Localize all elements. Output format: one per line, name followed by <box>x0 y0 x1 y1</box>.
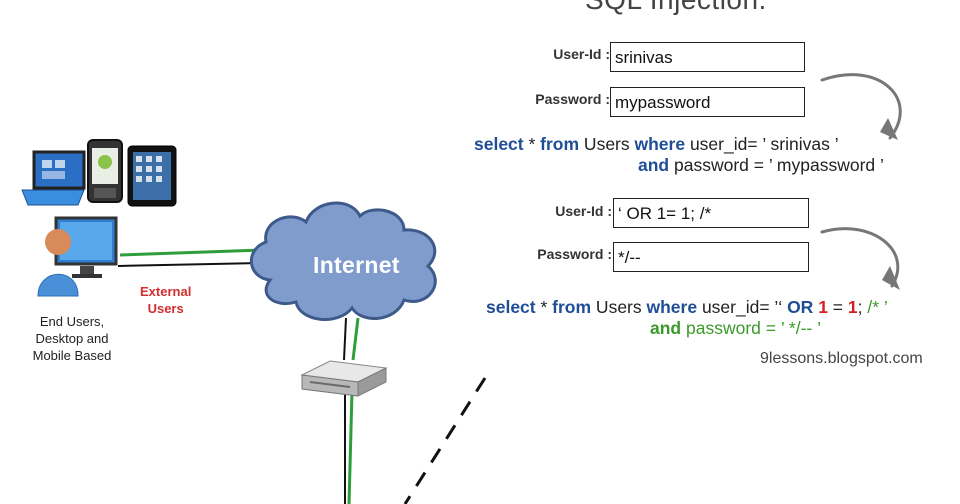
sql-star: * <box>535 297 553 317</box>
sql-query-1-line2: and password = ’ mypassword ’ <box>638 155 884 176</box>
sql-semicolon: ; <box>857 297 868 317</box>
kw-select: select <box>474 134 524 154</box>
sql-one-b: 1 <box>847 297 858 317</box>
sql-one-a: 1 <box>818 297 828 317</box>
kw-select: select <box>486 297 536 317</box>
desktop-user-icon <box>37 216 118 297</box>
kw-from: from <box>540 134 580 154</box>
userid-field-1[interactable]: srinivas <box>610 42 805 72</box>
end-users-label: End Users, Desktop and Mobile Based <box>32 314 112 363</box>
sql-star: * <box>523 134 541 154</box>
ipad-icon <box>127 145 177 207</box>
kw-where: where <box>634 134 686 154</box>
sql-comment-open: /* ’ <box>867 297 888 317</box>
kw-from: from <box>552 297 592 317</box>
router-icon <box>300 360 388 397</box>
external-users-label: External Users <box>140 283 191 317</box>
sql-condition: user_id= ’‘ <box>697 297 788 317</box>
kw-or: OR <box>787 297 814 317</box>
cloud-label: Internet <box>313 252 400 278</box>
password-field-2[interactable]: */-- <box>613 242 809 272</box>
sql-condition: password = ’ mypassword ’ <box>669 155 884 175</box>
page-title: SQL Injection. <box>585 0 767 16</box>
password-label-1: Password : <box>535 91 610 107</box>
sql-query-2-line1: select * from Users where user_id= ’‘ OR… <box>486 297 888 318</box>
android-phone-icon <box>87 139 123 203</box>
userid-label-1: User-Id : <box>553 46 610 62</box>
sql-table: Users <box>579 134 635 154</box>
tablet-icon <box>21 150 86 206</box>
network-lines <box>117 248 487 504</box>
password-field-1[interactable]: mypassword <box>610 87 805 117</box>
external-users-line1: External <box>140 284 192 299</box>
dashed-link <box>403 377 487 504</box>
userid-label-2: User-Id : <box>555 203 612 219</box>
sql-query-2-line2: and password = ’ */-- ’ <box>650 318 821 339</box>
sql-table: Users <box>591 297 647 317</box>
sql-condition: user_id= ’ srinivas ’ <box>685 134 839 154</box>
external-users-line2: Users <box>147 301 184 316</box>
kw-and: and <box>650 318 682 338</box>
sql-query-1-line1: select * from Users where user_id= ’ sri… <box>474 134 839 155</box>
cloud-icon <box>249 201 437 321</box>
credit-text: 9lessons.blogspot.com <box>760 350 923 367</box>
curved-arrow-icon <box>820 73 902 290</box>
userid-field-2[interactable]: ‘ OR 1= 1; /* <box>613 198 809 228</box>
kw-and: and <box>638 155 670 175</box>
sql-commented-condition: password = ’ */-- ’ <box>681 318 822 338</box>
sql-equals: = <box>827 297 848 317</box>
kw-where: where <box>646 297 698 317</box>
password-label-2: Password : <box>537 246 612 262</box>
